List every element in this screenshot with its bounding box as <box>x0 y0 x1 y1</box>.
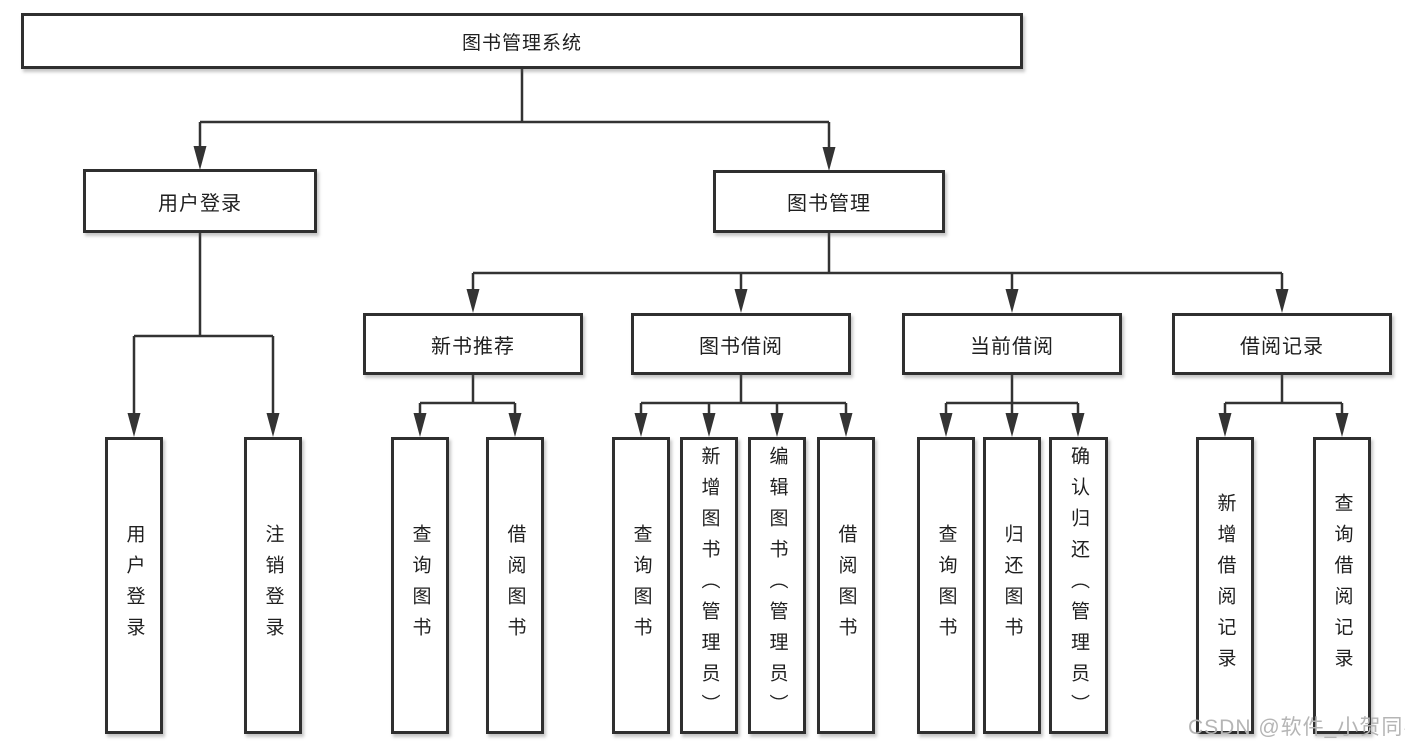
connector-userlogin-to-leaves <box>132 233 275 419</box>
leaf-return-book: 归还图书 <box>983 437 1041 734</box>
leaf-borrow-book: 借阅图书 <box>817 437 875 734</box>
leaf-add-borrow-record-label: 新增借阅记录 <box>1214 492 1236 679</box>
leaf-recommend-search-book-label: 查询图书 <box>409 523 431 648</box>
node-book-management: 图书管理 <box>713 170 945 233</box>
leaf-borrow-search-book-label: 查询图书 <box>630 523 652 648</box>
connector-root-to-level2 <box>198 69 831 152</box>
node-root-label: 图书管理系统 <box>461 32 582 54</box>
node-new-book-recommend: 新书推荐 <box>363 313 583 375</box>
connector-records-to-leaves <box>1223 375 1344 419</box>
node-borrowing-records: 借阅记录 <box>1172 313 1392 375</box>
leaf-borrow-book-label: 借阅图书 <box>835 523 857 648</box>
leaf-add-book-admin-label: 新增图书（管理员） <box>698 446 720 725</box>
leaf-add-borrow-record: 新增借阅记录 <box>1196 437 1254 734</box>
leaf-user-login-label: 用户登录 <box>123 523 145 648</box>
node-current-borrowing: 当前借阅 <box>902 313 1122 375</box>
node-root: 图书管理系统 <box>21 13 1023 69</box>
leaf-borrow-search-book: 查询图书 <box>612 437 670 734</box>
leaf-current-search-book-label: 查询图书 <box>935 523 957 648</box>
leaf-recommend-search-book: 查询图书 <box>391 437 449 734</box>
arrowheads <box>127 146 1349 437</box>
leaf-add-book-admin: 新增图书（管理员） <box>680 437 738 734</box>
leaf-current-search-book: 查询图书 <box>917 437 975 734</box>
node-new-book-recommend-label: 新书推荐 <box>431 335 515 358</box>
leaf-edit-book-admin: 编辑图书（管理员） <box>748 437 806 734</box>
leaf-edit-book-admin-label: 编辑图书（管理员） <box>766 446 788 725</box>
leaf-user-login: 用户登录 <box>105 437 163 734</box>
connector-current-to-leaves <box>944 375 1080 419</box>
node-user-login: 用户登录 <box>83 169 317 233</box>
watermark-text: CSDN @软件_小贺同学 <box>1188 716 1405 739</box>
leaf-confirm-return-admin: 确认归还（管理员） <box>1049 437 1108 734</box>
node-current-borrowing-label: 当前借阅 <box>970 335 1054 358</box>
leaf-logout-label: 注销登录 <box>262 523 284 648</box>
leaf-search-borrow-record-label: 查询借阅记录 <box>1331 492 1353 679</box>
leaf-return-book-label: 归还图书 <box>1001 523 1023 648</box>
node-user-login-label: 用户登录 <box>158 192 242 215</box>
connector-newbook-to-leaves <box>418 375 517 419</box>
leaf-recommend-borrow-book: 借阅图书 <box>486 437 544 734</box>
node-book-borrowing: 图书借阅 <box>631 313 851 375</box>
leaf-confirm-return-admin-label: 确认归还（管理员） <box>1068 446 1089 725</box>
leaf-logout: 注销登录 <box>244 437 302 734</box>
node-book-borrowing-label: 图书借阅 <box>699 335 783 358</box>
leaf-recommend-borrow-book-label: 借阅图书 <box>504 523 526 648</box>
connector-bookmgmt-to-level3 <box>471 233 1284 295</box>
connector-borrow-to-leaves <box>639 375 848 419</box>
node-borrowing-records-label: 借阅记录 <box>1240 335 1324 358</box>
leaf-search-borrow-record: 查询借阅记录 <box>1313 437 1371 734</box>
node-book-management-label: 图书管理 <box>787 193 871 215</box>
